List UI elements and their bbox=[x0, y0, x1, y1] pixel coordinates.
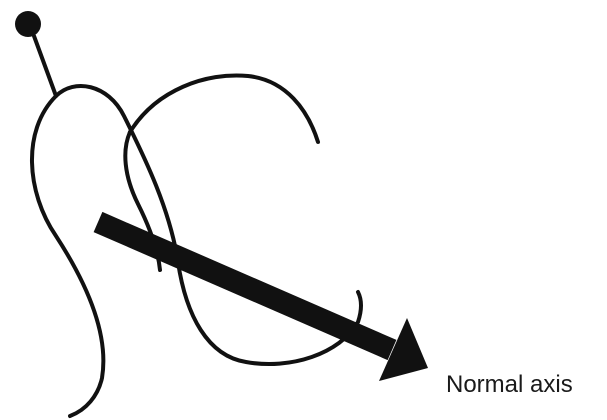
stem-line bbox=[34, 36, 56, 96]
normal-axis-label: Normal axis bbox=[446, 371, 573, 398]
tail-curve bbox=[32, 96, 103, 416]
normal-axis-arrow bbox=[98, 222, 428, 381]
arrow-shaft bbox=[98, 222, 392, 350]
anchor-dot bbox=[15, 11, 41, 37]
right-arc-curve bbox=[130, 75, 318, 142]
